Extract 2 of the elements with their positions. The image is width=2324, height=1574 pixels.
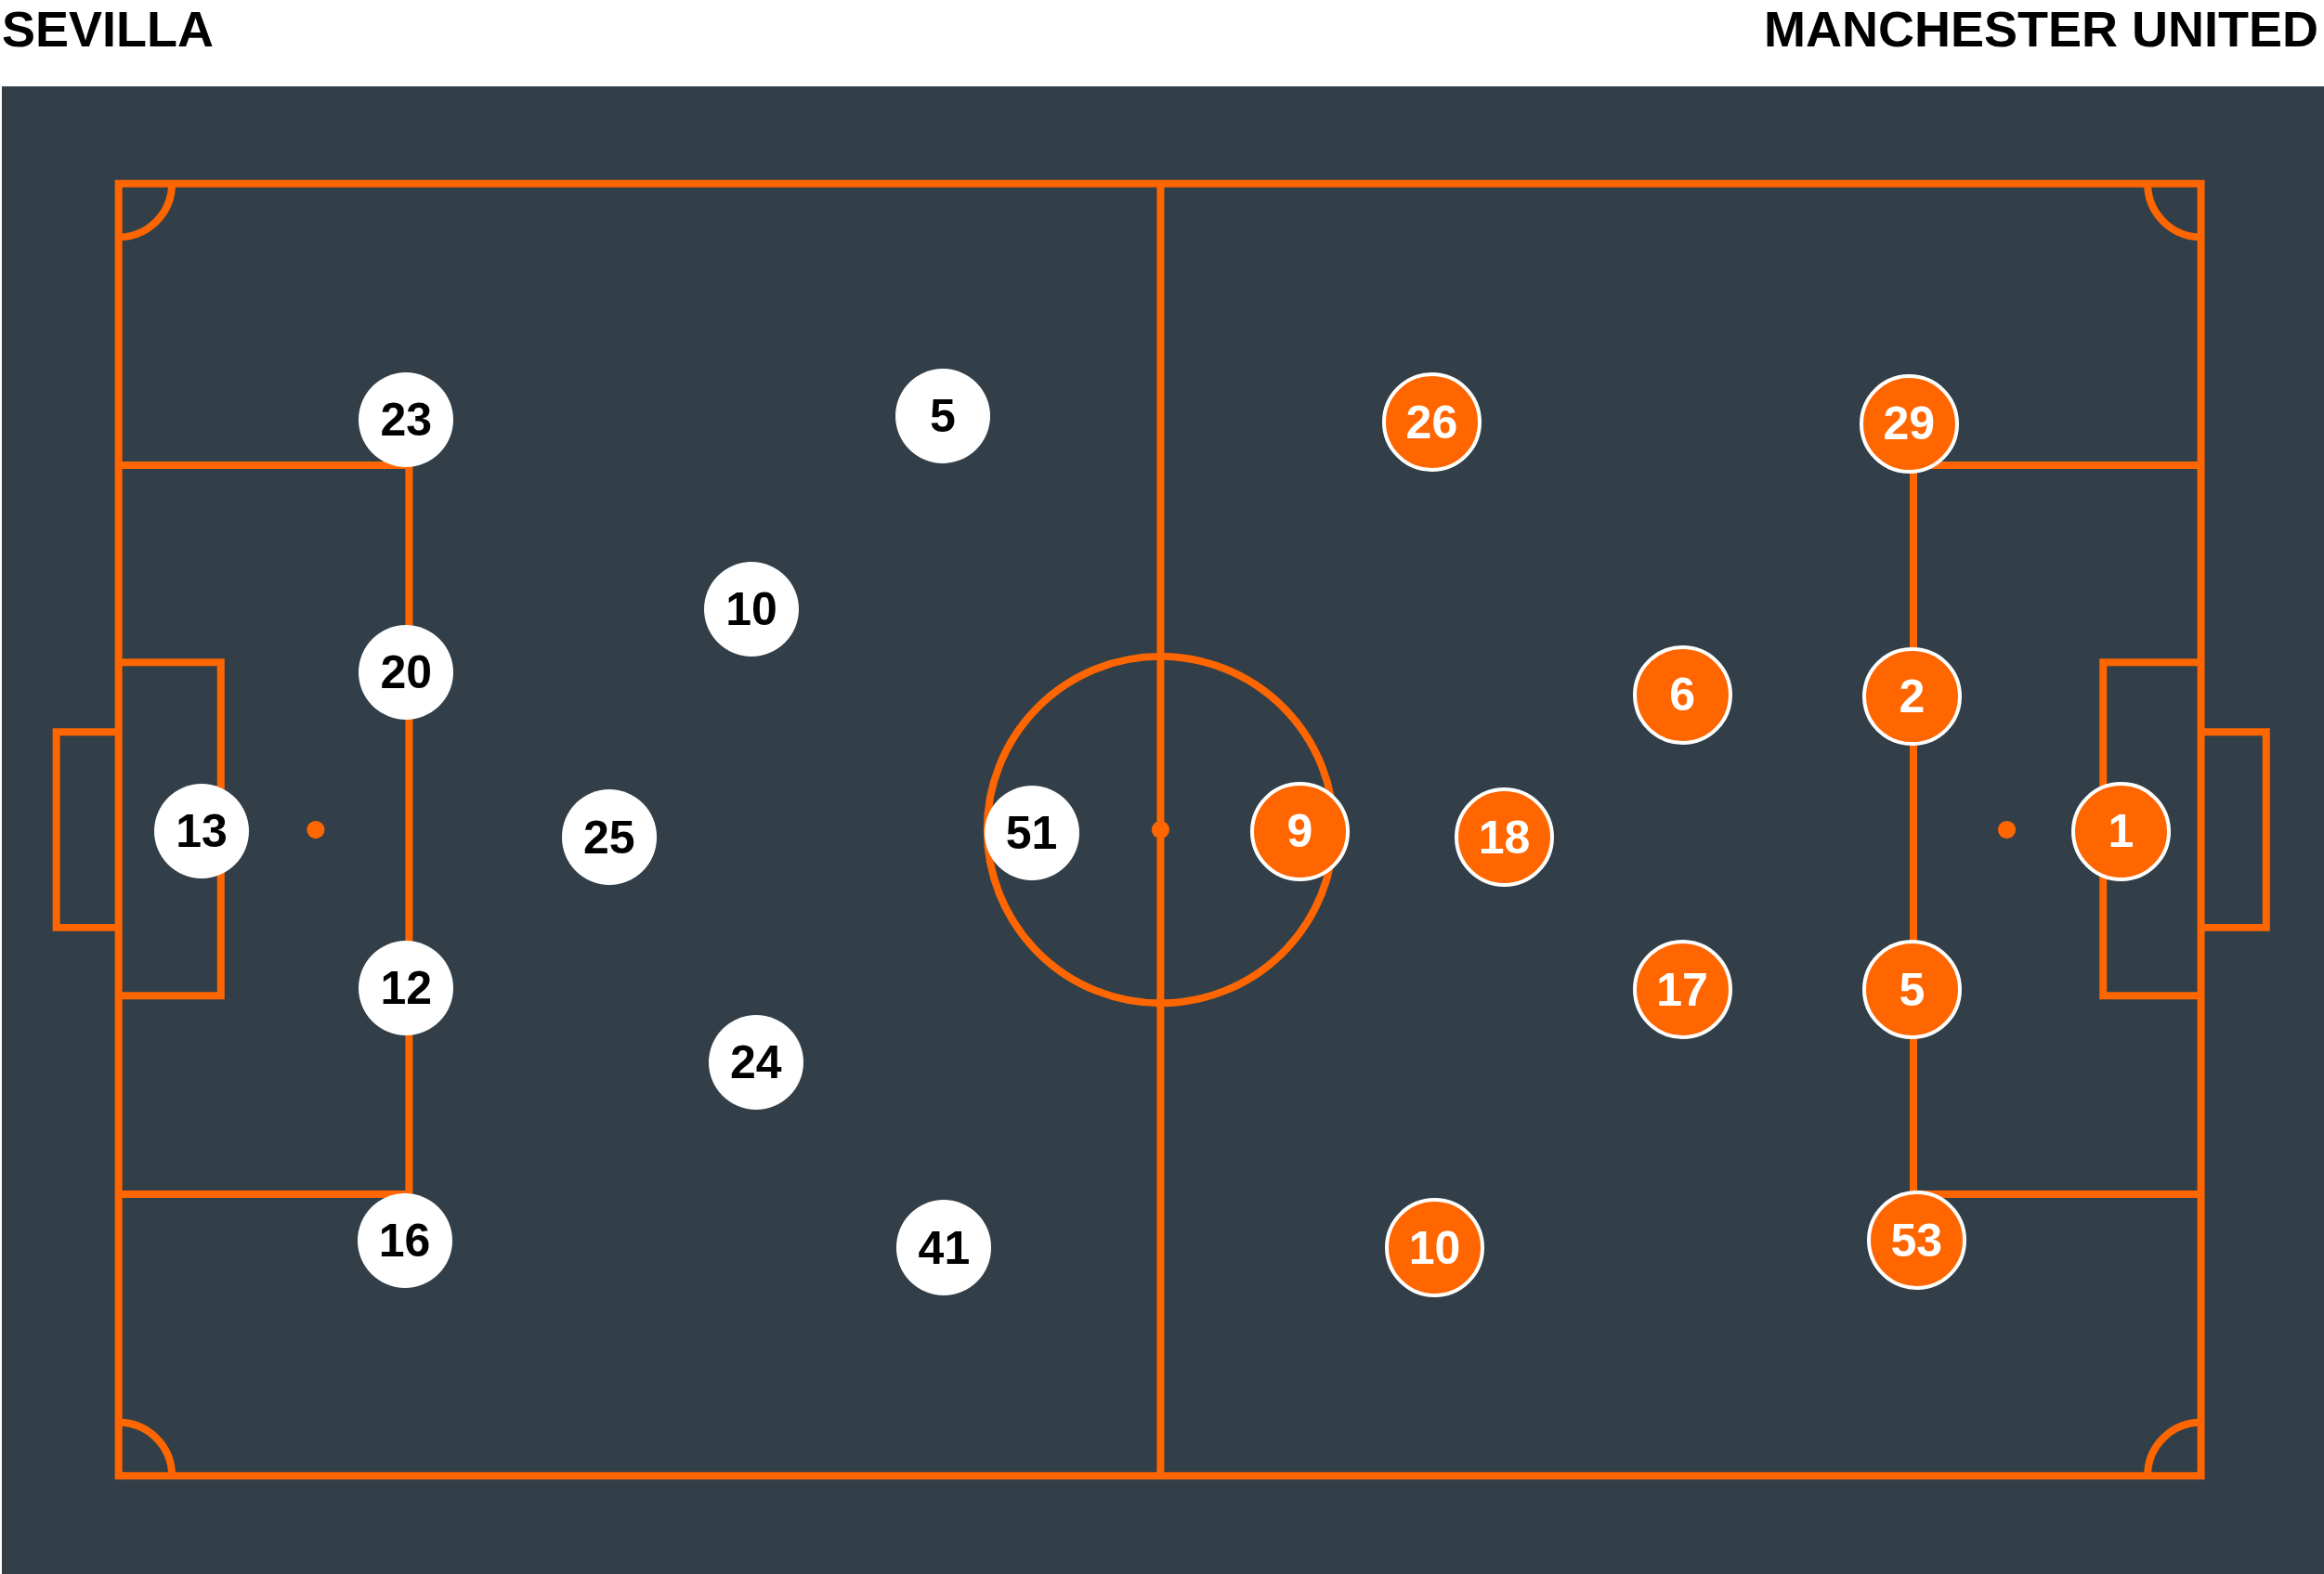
team-name: SEVILLA [2,4,215,54]
team-name: MANCHESTER UNITED [1764,4,2318,54]
